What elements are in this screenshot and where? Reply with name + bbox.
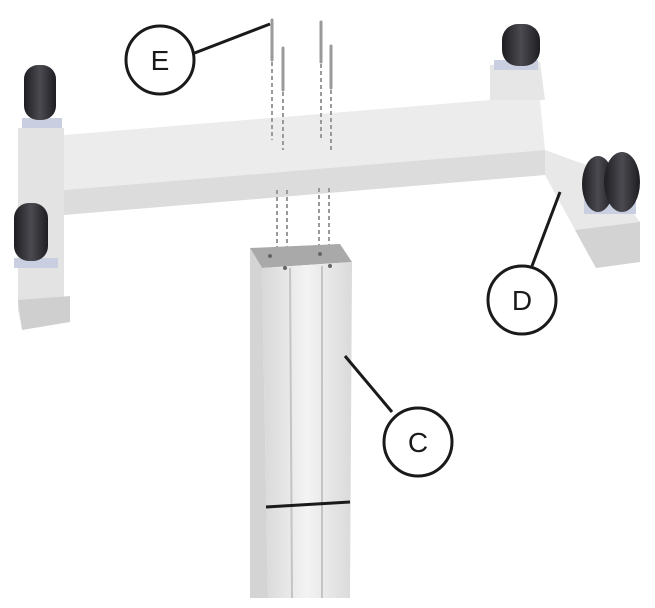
base-frame bbox=[18, 62, 640, 330]
column-body bbox=[250, 248, 268, 598]
caster-right-back bbox=[494, 24, 540, 70]
base-right-back-arm bbox=[490, 62, 545, 100]
screws bbox=[270, 18, 333, 92]
base-right-front-arm-side bbox=[575, 222, 640, 268]
callout-e: E bbox=[124, 22, 271, 96]
callout-c-label: C bbox=[408, 427, 428, 458]
base-crossbar-top bbox=[64, 100, 545, 190]
base-left-foot-side bbox=[18, 296, 70, 330]
column-face bbox=[262, 262, 352, 598]
caster-right-front bbox=[582, 152, 640, 214]
caster-left-back bbox=[22, 65, 62, 128]
screw-guide-lines bbox=[271, 62, 332, 262]
caster-left-front bbox=[14, 203, 58, 268]
callout-d-label: D bbox=[512, 285, 532, 316]
column-groove-1 bbox=[289, 267, 293, 599]
callout-c: C bbox=[343, 355, 454, 478]
callout-d: D bbox=[486, 191, 562, 336]
column bbox=[250, 244, 352, 599]
column-joint bbox=[265, 500, 351, 509]
column-top bbox=[250, 244, 352, 268]
base-crossbar-front bbox=[64, 150, 545, 215]
callout-e-label: E bbox=[151, 45, 170, 76]
